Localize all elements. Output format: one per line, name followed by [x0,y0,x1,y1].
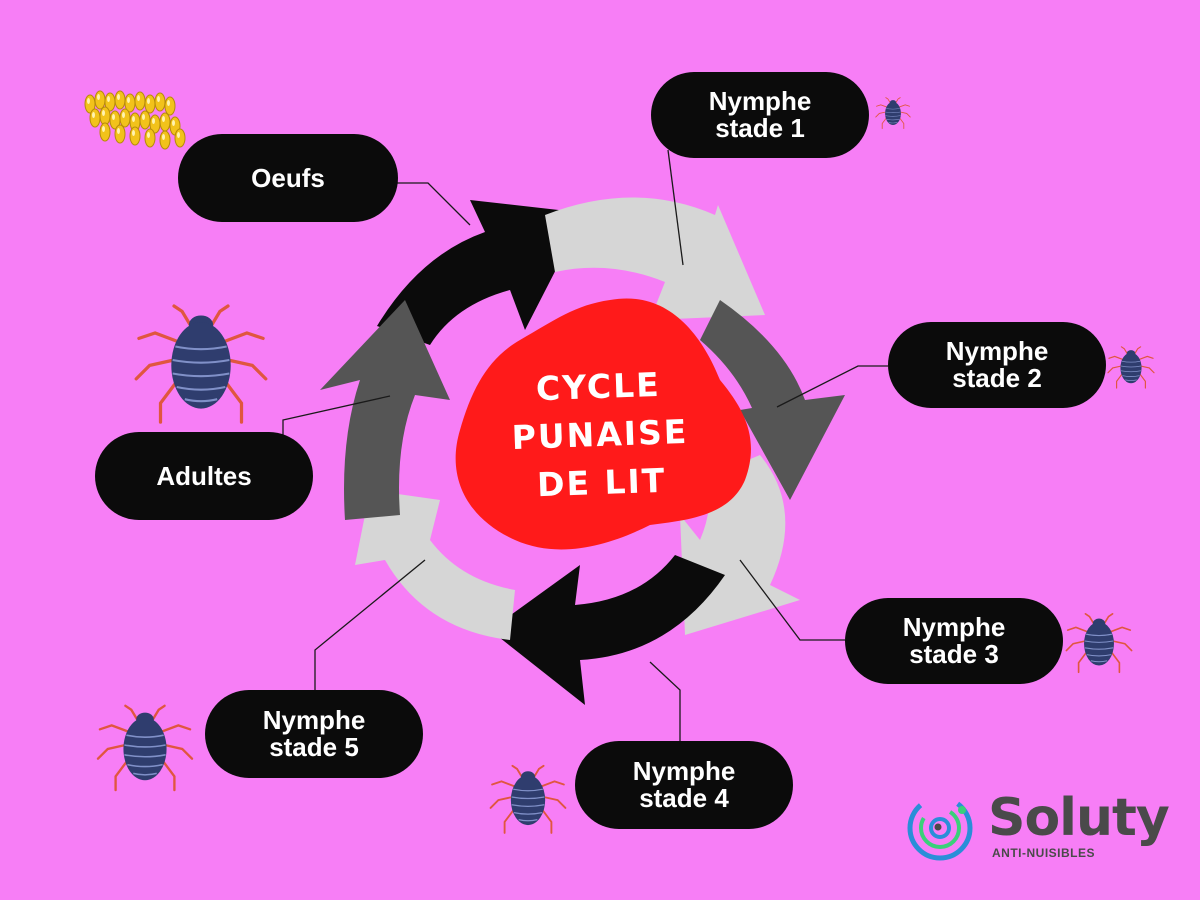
center-blob [455,298,751,550]
leader-nymphe2 [776,365,888,408]
leader-nymphe3 [739,559,845,641]
arrow-segment-bottom-left [355,490,515,640]
soluty-logo-icon [907,795,973,861]
arrow-segment-left [320,300,450,520]
stage-label-nymphe2-line1: Nymphe [945,336,1049,366]
diagram-title: CYCLE PUNAISE DE LIT [487,351,712,519]
logo-tagline: ANTI-NUISIBLES [992,846,1095,860]
arrow-segment-right [700,300,845,500]
stage-label-oeufs: Oeufs [251,162,325,193]
cycle-arrows [320,197,845,705]
stage-pill-nymphe1: Nymphe stade 1 [651,72,869,158]
title-line-2: PUNAISE [510,411,689,458]
stage-label-nymphe4-line1: Nymphe [632,756,736,786]
bug-icon-nymphe5 [96,704,194,792]
stage-label-nymphe5-line1: Nymphe [262,705,366,735]
eggs-icon [84,90,186,150]
stage-pill-nymphe3: Nymphe stade 3 [845,598,1063,684]
stage-label-nymphe1-line1: Nymphe [708,86,812,116]
bug-icon-nymphe4 [489,764,567,834]
title-line-1: CYCLE [535,364,662,409]
leader-oeufs [397,182,471,226]
stage-label-nymphe2-line2: stade 2 [952,363,1042,393]
bug-icon-adultes [134,304,268,424]
logo-name: Soluty [988,788,1170,848]
stage-pill-nymphe2: Nymphe stade 2 [888,322,1106,408]
leader-nymphe4 [649,661,681,760]
leader-nymphe5 [314,559,426,690]
stage-pill-nymphe5: Nymphe stade 5 [205,690,423,778]
stage-pill-nymphe4: Nymphe stade 4 [575,741,793,829]
bug-icon-nymphe3 [1065,612,1133,674]
bug-icon-nymphe1 [875,97,911,129]
title-line-3: DE LIT [536,460,667,505]
arrow-segment-bottom [490,555,725,705]
stage-label-nymphe4-line2: stade 4 [639,783,729,813]
bug-icon-nymphe2 [1107,346,1155,389]
leader-nymphe1 [667,149,684,266]
stage-label-nymphe5-line2: stade 5 [269,732,359,762]
stage-pill-adultes: Adultes [95,432,313,520]
arrow-segment-top [377,200,585,345]
stage-label-nymphe3-line1: Nymphe [902,612,1006,642]
arrow-segment-top-right [545,197,765,320]
stage-pill-oeufs: Oeufs [178,134,398,222]
stage-label-adultes: Adultes [156,460,252,491]
stage-label-nymphe3-line2: stade 3 [909,639,999,669]
stage-label-nymphe1-line2: stade 1 [715,113,805,143]
